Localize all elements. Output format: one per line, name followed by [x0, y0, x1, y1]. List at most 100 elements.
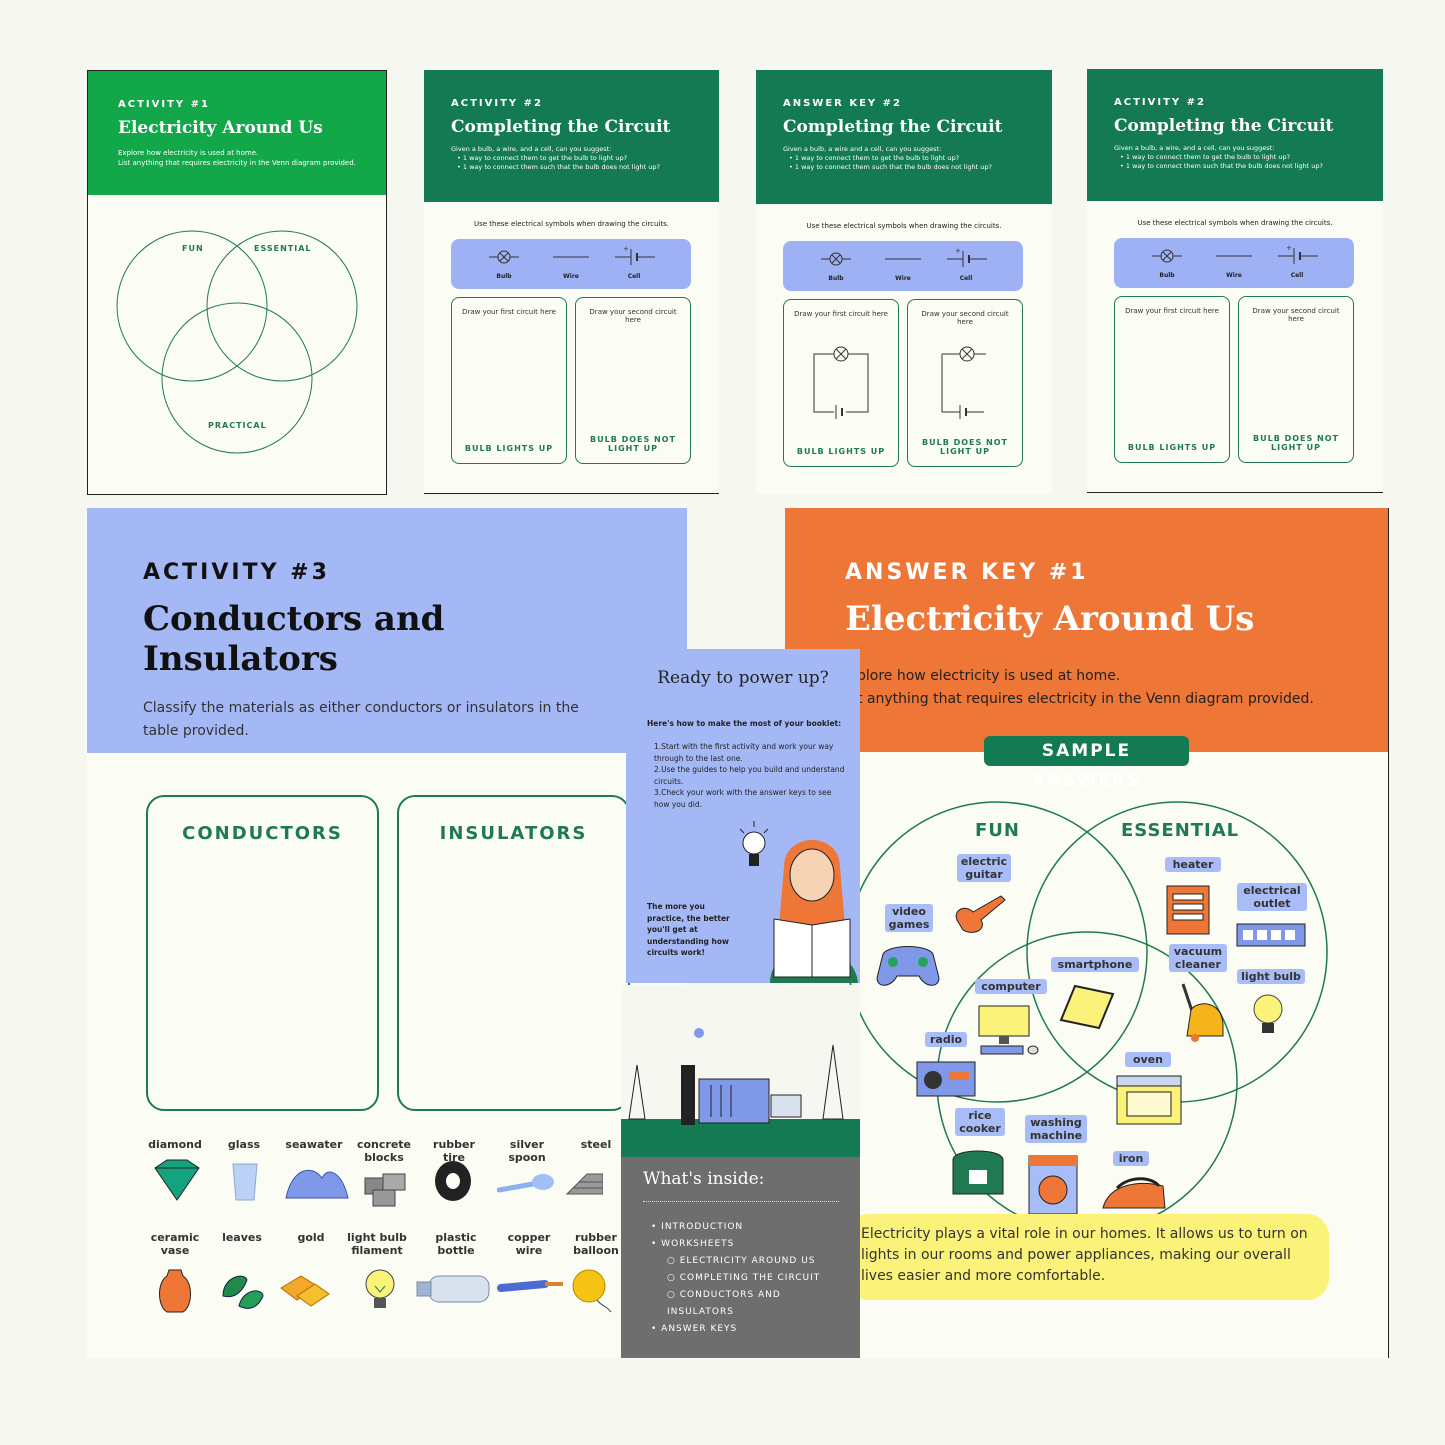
circuit-drawing-box-1[interactable]: Draw your first circuit here BULB LIGHTS…	[1114, 296, 1230, 463]
card-bullet-2: 1 way to connect them such that the bulb…	[1125, 162, 1323, 170]
circuit-answer-box-2: Draw your second circuit here BULB DOES …	[907, 299, 1023, 467]
card-bullet-2: 1 way to connect them such that the bulb…	[794, 163, 992, 171]
light-bulb-filament-icon	[365, 1269, 395, 1308]
circuit-drawing-box-2[interactable]: Draw your second circuit here BULB DOES …	[1238, 296, 1354, 463]
card-bullet-1: 1 way to connect them to get the bulb to…	[794, 154, 960, 162]
sample-item-iron: iron	[1113, 1151, 1149, 1166]
card-title: Completing the Circuit	[451, 117, 671, 137]
sample-item-rice-cooker: rice cooker	[955, 1108, 1005, 1136]
closed-circuit-diagram	[813, 346, 869, 419]
symbols-note: Use these electrical symbols when drawin…	[806, 222, 1002, 230]
intro-step-2: 2.Use the guides to help you build and u…	[654, 765, 845, 786]
material-label: silver spoon	[508, 1138, 546, 1164]
contents-subitem: ○ ELECTRICITY AROUND US	[667, 1256, 816, 1266]
answer-key-1-card: ANSWER KEY #1 Electricity Around Us plor…	[785, 508, 1389, 1358]
material-label: seawater	[285, 1138, 343, 1151]
venn-label-practical: PRACTICAL	[208, 421, 267, 430]
wire-symbol-icon	[1216, 255, 1252, 257]
insulators-column[interactable]: INSULATORS	[397, 795, 630, 1111]
card-bullet-1: 1 way to connect them to get the bulb to…	[462, 154, 628, 162]
card-intro: Given a bulb, a wire, and a cell, can yo…	[451, 145, 612, 153]
sample-item-vacuum-cleaner: vacuum cleaner	[1169, 944, 1227, 972]
material-label: leaves	[222, 1231, 262, 1244]
insulators-header: INSULATORS	[439, 823, 588, 844]
rice-cooker-icon	[952, 1150, 1004, 1195]
symbols-note: Use these electrical symbols when drawin…	[1137, 219, 1333, 227]
plastic-bottle-icon	[416, 1275, 490, 1303]
card-title: Completing the Circuit	[783, 117, 1003, 137]
card-kicker: ANSWER KEY #1	[845, 560, 1089, 585]
heater-icon	[1166, 885, 1210, 935]
svg-text:+: +	[1286, 244, 1292, 252]
card-bullet-2: 1 way to connect them such that the bulb…	[462, 163, 660, 171]
contents-item: • INTRODUCTION	[651, 1222, 744, 1232]
material-label: concrete blocks	[356, 1138, 412, 1164]
computer-icon	[978, 1005, 1039, 1055]
draw-label: Draw your second circuit here	[589, 308, 677, 324]
venn-label-essential: ESSENTIAL	[1121, 820, 1240, 841]
rubber-tire-icon	[435, 1161, 471, 1201]
material-label: rubber tire	[433, 1138, 475, 1164]
symbols-panel: + Bulb Wire Cell	[783, 241, 1023, 291]
contents-title: What's inside:	[643, 1169, 765, 1189]
conductors-column[interactable]: CONDUCTORS	[146, 795, 379, 1111]
venn-diagram	[116, 230, 358, 454]
contents-card: What's inside: • INTRODUCTION • WORKSHEE…	[621, 985, 860, 1358]
draw-label: Draw your first circuit here	[1125, 307, 1219, 315]
cell-label: Cell	[627, 273, 641, 280]
material-label: glass	[227, 1138, 261, 1151]
sample-item-light-bulb: light bulb	[1237, 969, 1305, 984]
activity-3-card: ACTIVITY #3 Conductors and Insulators Cl…	[87, 508, 687, 1358]
conductors-header: CONDUCTORS	[182, 823, 343, 844]
intro-step-1: 1.Start with the first activity and work…	[654, 742, 834, 763]
card-line-1: plore how electricity is used at home.	[857, 668, 1121, 684]
card-kicker: ACTIVITY #2	[451, 98, 543, 109]
girl-reading-illustration	[770, 840, 858, 983]
ceramic-vase-icon	[159, 1269, 191, 1313]
material-label: diamond	[148, 1138, 202, 1151]
silver-spoon-icon	[497, 1174, 554, 1193]
symbols-note: Use these electrical symbols when drawin…	[474, 220, 669, 228]
copper-wire-icon	[497, 1280, 563, 1292]
card-kicker: ANSWER KEY #2	[783, 98, 902, 109]
intro-step-3: 3.Check your work with the answer keys t…	[654, 788, 832, 809]
intro-card: Ready to power up? Here's how to make th…	[626, 649, 860, 983]
material-label: copper wire	[507, 1231, 551, 1257]
cell-symbol-icon: +	[947, 247, 987, 267]
result-label: BULB DOES NOT LIGHT UP	[590, 435, 676, 453]
result-label: BULB LIGHTS UP	[796, 447, 886, 456]
result-label: BULB DOES NOT LIGHT UP	[922, 438, 1008, 456]
card-intro: Given a bulb, a wire, and a cell, can yo…	[1114, 144, 1275, 152]
bulb-symbol-icon	[489, 250, 519, 264]
card-intro: Given a bulb, a wire and a cell, can you…	[783, 145, 942, 153]
bulb-label: Bulb	[828, 275, 844, 282]
electric-guitar-icon	[955, 895, 1006, 933]
card-title: Completing the Circuit	[1114, 116, 1334, 136]
open-circuit-diagram	[941, 346, 986, 419]
symbols-panel: + Bulb Wire Cell	[451, 239, 691, 289]
glass-icon	[232, 1163, 258, 1201]
sample-item-electrical-outlet: electrical outlet	[1237, 883, 1307, 911]
contents-item: • ANSWER KEYS	[651, 1324, 738, 1334]
material-label: steel	[580, 1138, 612, 1151]
circuit-drawing-box-1[interactable]: Draw your first circuit here BULB LIGHTS…	[451, 297, 567, 464]
draw-label: Draw your second circuit here	[1252, 307, 1340, 323]
result-label: BULB DOES NOT LIGHT UP	[1253, 434, 1339, 452]
cell-label: Cell	[1290, 272, 1304, 279]
sample-item-washing-machine: washing machine	[1025, 1115, 1087, 1143]
material-label: rubber balloon	[573, 1231, 619, 1257]
sample-item-oven: oven	[1125, 1052, 1171, 1067]
wire-label: Wire	[563, 273, 579, 280]
card-title: Conductors and Insulators	[143, 599, 445, 679]
activity-2-card-copy: ACTIVITY #2 Completing the Circuit Given…	[1087, 69, 1383, 493]
contents-item: • WORKSHEETS	[651, 1239, 735, 1249]
bulb-symbol-icon	[1152, 249, 1182, 263]
activity-1-card: ACTIVITY #1 Electricity Around Us Explor…	[87, 70, 387, 495]
result-label: BULB LIGHTS UP	[464, 444, 554, 453]
circuit-drawing-box-2[interactable]: Draw your second circuit here BULB DOES …	[575, 297, 691, 464]
sample-answers-badge: SAMPLE ANSWERS	[984, 736, 1189, 791]
radio-icon	[916, 1061, 976, 1097]
svg-text:+: +	[955, 247, 961, 255]
power-plant-illustration	[621, 1028, 860, 1159]
card-description: Classify the materials as either conduct…	[143, 700, 579, 739]
